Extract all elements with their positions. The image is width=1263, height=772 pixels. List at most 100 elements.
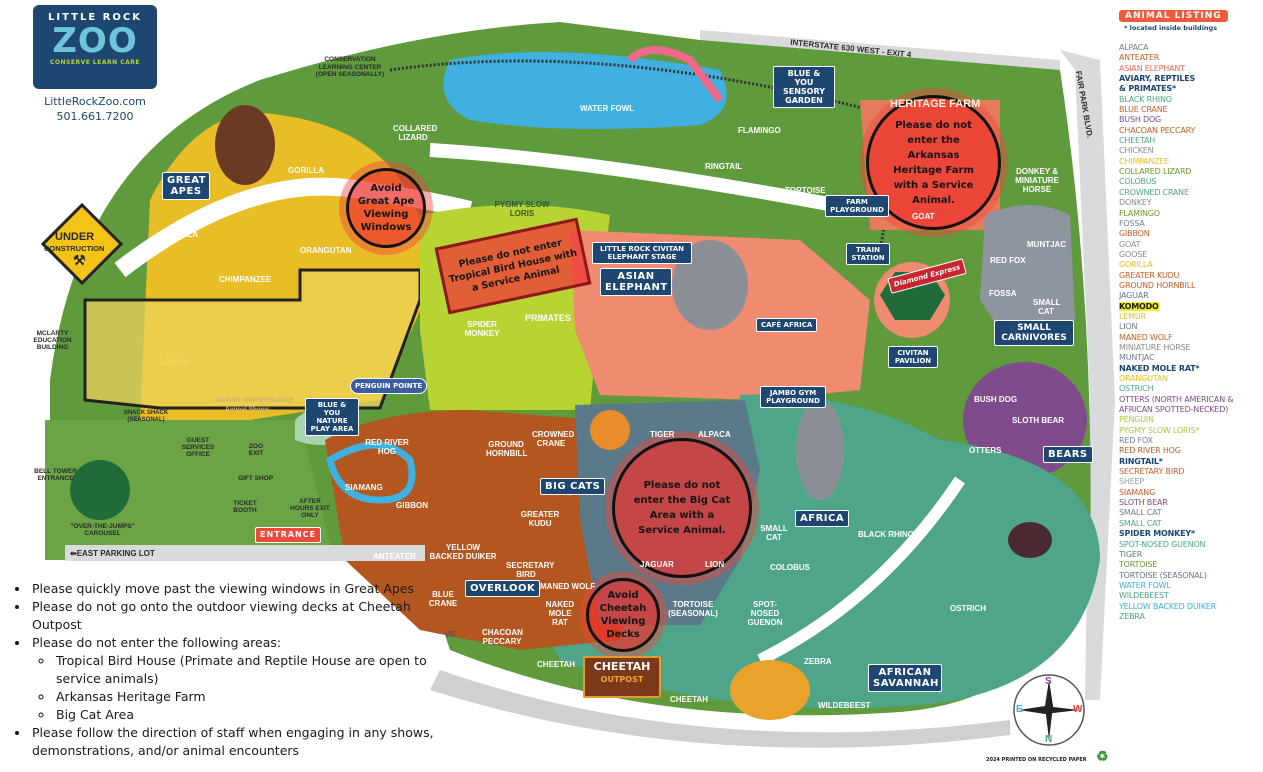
service-animal-rules: Please quickly move past the viewing win… [14, 580, 454, 760]
animal-list-item: SIAMANG [1119, 488, 1263, 498]
animal-list-item-label: BLACK RHINO [1119, 94, 1172, 104]
animal-list-item: & PRIMATES* [1119, 84, 1263, 94]
animal-list-item-label: RED RIVER HOG [1119, 446, 1181, 456]
compass-w: W [1073, 704, 1083, 715]
map-label-tortoise: TORTOISE [785, 186, 826, 195]
pond [443, 52, 727, 129]
animal-list-item-label: AVIARY, REPTILES [1119, 74, 1196, 84]
map-label-ground-hornbill: GROUND HORNBILL [486, 440, 528, 458]
rule-sub-item: Big Cat Area [54, 706, 454, 724]
map-label-pygmy-slow-loris: PYGMY SLOW LORIS [494, 200, 550, 218]
gift-shop-label: GIFT SHOP [238, 475, 274, 482]
zone-small-carnivores: SMALL CARNIVORES [994, 320, 1074, 346]
map-label-yellow-backed-duiker: YELLOW BACKED DUIKER [429, 543, 497, 561]
animal-list-item-label: WATER FOWL [1119, 580, 1171, 590]
animal-list-item-label: AFRICAN SPOTTED-NECKED) [1119, 405, 1229, 415]
map-label-ostrich: OSTRICH [950, 604, 986, 613]
animal-list-item-label: COLOBUS [1119, 177, 1157, 187]
logo-line2: ZOO [52, 21, 138, 61]
jambo-gym-playground: JAMBO GYM PLAYGROUND [760, 386, 826, 408]
drive-label: VE [445, 630, 456, 639]
guest-services-label: GUEST SERVICES OFFICE [181, 437, 215, 458]
africa-area [540, 394, 1100, 708]
animal-list-item: ANTEATER [1119, 53, 1263, 63]
animal-list-item-label: DONKEY [1119, 198, 1152, 208]
animal-list-item: YELLOW BACKED DUIKER [1119, 602, 1263, 612]
under-construction-sign-icon [41, 203, 123, 285]
animal-list-item: SHEEP [1119, 477, 1263, 487]
animal-list-item: PYGMY SLOW LORIS* [1119, 426, 1263, 436]
animal-list-item: CHACOAN PECCARY [1119, 126, 1263, 136]
animal-list-item: FOSSA [1119, 219, 1263, 229]
animal-list-item: SLOTH BEAR [1119, 498, 1263, 508]
animal-list-item: MANED WOLF [1119, 333, 1263, 343]
animal-list-item-label: TORTOISE [1119, 560, 1158, 570]
zone-overlook: OVERLOOK [465, 580, 541, 597]
animal-list-item: GROUND HORNBILL [1119, 281, 1263, 291]
primates-sign: PRIMATES [525, 313, 571, 323]
animal-list-item: AVIARY, REPTILES [1119, 74, 1263, 84]
website-link[interactable]: LittleRockZoo.com [44, 95, 146, 108]
animal-list-item-label: ZEBRA [1119, 611, 1145, 621]
gorilla-illustration [215, 105, 275, 185]
animal-list-item-label: MINIATURE HORSE [1119, 342, 1191, 352]
map-label-small-cat: SMALL CAT [1033, 298, 1061, 316]
animal-list-item-label: PENGUIN [1119, 415, 1154, 425]
animal-list-item: SMALL CAT [1119, 519, 1263, 529]
animal-list-item-label: GOAT [1119, 239, 1141, 249]
zone-great-apes: GREAT APES [162, 172, 210, 200]
cheetah-outpost-sign: CHEETAH OUTPOST [583, 656, 661, 698]
path-north [429, 143, 862, 217]
cafe-africa: CAFÉ AFRICA [756, 318, 818, 332]
map-label-siamang: SIAMANG [345, 483, 383, 492]
map-label-spot-nosed-guenon: SPOT-NOSED GUENON [747, 600, 783, 627]
animal-list-item-label: WILDEBEEST [1119, 591, 1169, 601]
rule-sub-item: Arkansas Heritage Farm [54, 688, 454, 706]
animal-list-item: BLUE CRANE [1119, 105, 1263, 115]
amphitheater-label: CIVITAN AMPHITHEATER [215, 397, 294, 404]
animal-list-item-label: SPOT-NOSED GUENON [1119, 539, 1206, 549]
animal-list-item: AFRICAN SPOTTED-NECKED) [1119, 405, 1263, 415]
main-path [114, 177, 473, 278]
entrance-sign: ENTRANCE [255, 527, 321, 543]
map-label-crowned-crane: CROWNED CRANE [532, 430, 575, 448]
animal-list-item: OTTERS (NORTH AMERICAN & [1119, 395, 1263, 405]
mclarty-label: McLARTY EDUCATION BUILDING [33, 330, 72, 351]
warning-great-ape-windows: Avoid Great Ape Viewing Windows [346, 168, 426, 248]
animal-list-item: FLAMINGO [1119, 209, 1263, 219]
heritage-farm-sign: HERITAGE FARM [890, 98, 981, 110]
animal-listing: ANIMAL LISTING * located inside building… [1119, 3, 1263, 622]
animal-list-item: JAGUAR [1119, 291, 1263, 301]
animal-list-item: MINIATURE HORSE [1119, 343, 1263, 353]
animal-list-item-label: CROWNED CRANE [1119, 187, 1189, 197]
animal-list-item-label: MUNTJAC [1119, 353, 1155, 363]
animal-list-item-label: GOOSE [1119, 249, 1147, 259]
animal-list-item: CHEETAH [1119, 136, 1263, 146]
animal-list-item-label: ASIAN ELEPHANT [1119, 63, 1185, 73]
phone-number: 501.661.7200 [56, 110, 134, 123]
train-station: TRAIN STATION [846, 243, 890, 265]
animal-list-item: KOMODO [1119, 301, 1263, 312]
map-label-muntjac: MUNTJAC [1027, 240, 1067, 249]
cheetah-outpost-title: CHEETAH [593, 660, 651, 673]
animal-list-item: RED FOX [1119, 436, 1263, 446]
map-label-small-cat: SMALL CAT [760, 524, 788, 542]
animal-list-item: ASIAN ELEPHANT [1119, 64, 1263, 74]
animal-list-item: OSTRICH [1119, 384, 1263, 394]
lion-illustration [590, 410, 630, 450]
printed-note: 2024 PRINTED ON RECYCLED PAPER [986, 757, 1087, 763]
rule-item-text: Please do not enter the following areas: [32, 635, 282, 650]
construction-label: CONSTRUCTION [44, 244, 105, 253]
warning-big-cat-area: Please do not enter the Big Cat Area wit… [612, 438, 752, 578]
map-label-fossa: FOSSA [989, 289, 1017, 298]
animal-list-item-label: BLUE CRANE [1119, 105, 1168, 115]
rhino-illustration [796, 400, 844, 500]
bell-tower-label: BELL TOWER ENTRANCE [34, 468, 77, 482]
elephant-stage: LITTLE ROCK CIVITAN ELEPHANT STAGE [592, 242, 692, 264]
animal-list-item: BUSH DOG [1119, 115, 1263, 125]
animal-list-item-label: CHICKEN [1119, 146, 1154, 156]
map-label-chacoan-peccary: CHACOAN PECCARY [482, 628, 523, 646]
map-label-goat: GOAT [912, 212, 935, 221]
animal-list-item-label: GROUND HORNBILL [1119, 280, 1196, 290]
